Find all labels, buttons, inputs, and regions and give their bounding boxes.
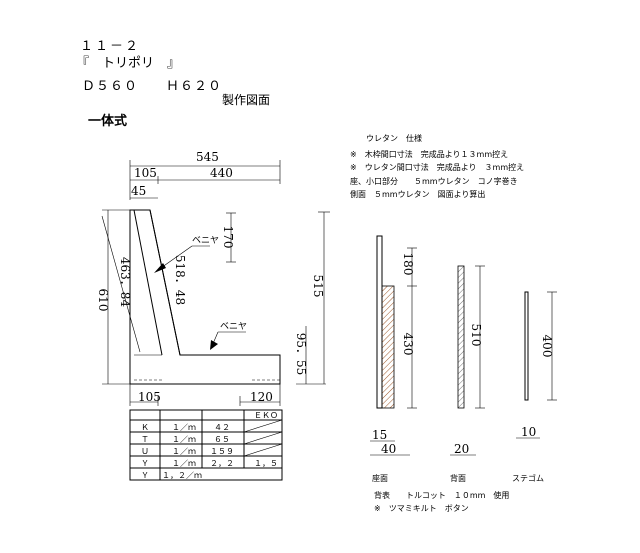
note-line: 背表 トルコット １０mm 使用 [374,490,509,500]
table-cell: ４２ [214,423,230,432]
table-cell: Ｙ [141,471,149,480]
product-size: Ｄ５６０ Ｈ６２０ [82,79,222,94]
table-cell: １／ｍ [172,423,196,432]
table-cell: Ｕ [141,447,149,456]
product-name: 『 トリポリ 』 [76,56,180,71]
spec-line: 座、小口部分 ５mmウレタン コノ字巻き [350,176,518,186]
seat-width2: 40 [381,442,396,456]
table-cell: １／ｍ [172,447,196,456]
spec-line: ※ 木枠間口寸法 完成品より１３mm控え [350,149,508,159]
product-code: １１－２ [80,39,140,54]
upper-back-dimension [226,212,236,263]
veneer-arrow-lower [210,331,246,350]
seat-label: 座面 [372,473,388,483]
table-cell: １，５ [254,459,278,468]
left-dimensions [101,209,141,385]
spec-title: ウレタン 仕様 [366,133,422,143]
drawing-subtitle: 一体式 [88,113,127,129]
dim-seat-thickness: 95．55 [294,333,308,376]
dim-back-length-rear: 518．48 [173,255,187,305]
table-cell: １５９ [210,447,234,456]
top-dimensions [129,160,281,200]
dim-bottom-left: 105 [138,390,161,404]
dim-bottom-right: 120 [250,390,273,404]
stay-part [516,291,557,439]
spec-line: ※ ウレタン間口寸法 完成品より ３mm控え [350,162,524,172]
dim-height-515: 515 [311,275,325,298]
back-part [450,265,485,456]
table-cell: ６５ [214,435,230,444]
table-cell: Ｋ [141,423,149,432]
spec-line: 側面 ５mmウレタン 図面より算出 [350,189,485,199]
material-table [129,409,283,481]
back-height: 510 [469,324,483,347]
seat-height-b: 430 [401,333,415,356]
dim-back-upper: 170 [221,226,235,249]
veneer-label-lower: ベニヤ [220,322,247,332]
table-cell: Ｙ [141,459,149,468]
bottom-dimensions [129,384,281,406]
dim-back-length-front: 463．84 [118,257,132,308]
table-cell: １／ｍ [172,459,196,468]
stay-width: 10 [521,425,536,439]
right-dimensions [296,211,330,385]
dim-total-depth: 545 [196,150,219,164]
table-header: ＥＫＯ [254,411,278,420]
dim-seat-rest: 440 [210,166,233,180]
chair-side-profile [129,209,281,385]
stay-label: ステゴム [512,473,544,483]
note-line: ※ ツマミキルト ボタン [374,504,469,513]
seat-width: 15 [372,428,387,442]
seat-height-a: 180 [401,253,415,276]
table-cell: ２，２ [210,459,234,468]
veneer-arrow-upper [154,245,210,273]
table-cell: １，２／ｍ [162,471,202,480]
table-cell: Ｔ [141,435,149,444]
veneer-label-upper: ベニヤ [192,236,219,246]
seat-part [370,235,417,456]
table-cell: １／ｍ [172,435,196,444]
dim-back-top: 45 [131,184,146,198]
dim-seat-front: 105 [134,166,157,180]
drawing-title: 製作図面 [222,93,270,107]
back-label: 背面 [450,473,466,483]
back-width: 20 [454,442,469,456]
stay-height: 400 [540,335,554,358]
dim-total-height: 610 [96,289,110,312]
